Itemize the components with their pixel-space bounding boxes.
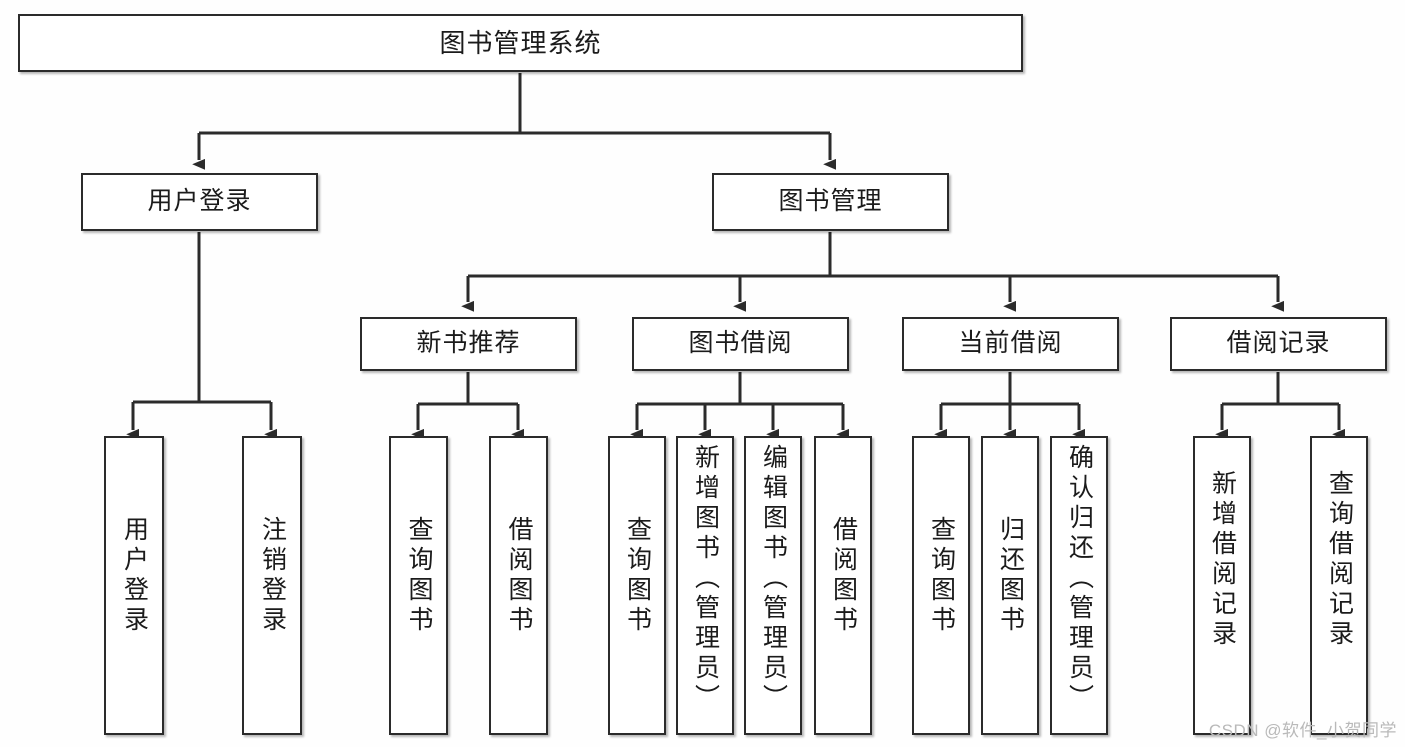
node-leaf-add-borrow-record[interactable]: 新增借阅记录: [1193, 436, 1251, 735]
node-book-borrow[interactable]: 图书借阅: [632, 317, 849, 371]
node-root-system[interactable]: 图书管理系统: [18, 14, 1023, 72]
node-leaf-query-book-borrow[interactable]: 查询图书: [608, 436, 666, 735]
node-leaf-borrow-book-recommend[interactable]: 借阅图书: [489, 436, 548, 735]
node-label: 查询图书: [623, 516, 652, 636]
node-label: 注销登录: [258, 516, 287, 636]
node-leaf-edit-book-admin[interactable]: 编辑图书（管理员）: [744, 436, 802, 735]
node-leaf-logout[interactable]: 注销登录: [242, 436, 302, 735]
node-user-login[interactable]: 用户登录: [81, 173, 318, 231]
node-book-management[interactable]: 图书管理: [712, 173, 949, 231]
node-leaf-add-book-admin[interactable]: 新增图书（管理员）: [676, 436, 734, 735]
node-label: 用户登录: [120, 516, 149, 636]
node-label: 借阅记录: [1226, 329, 1331, 358]
node-leaf-return-book[interactable]: 归还图书: [981, 436, 1039, 735]
node-leaf-user-login[interactable]: 用户登录: [104, 436, 164, 735]
node-leaf-borrow-book[interactable]: 借阅图书: [814, 436, 872, 735]
node-label: 图书借阅: [688, 329, 793, 358]
node-label: 查询图书: [927, 516, 956, 636]
node-borrow-record[interactable]: 借阅记录: [1170, 317, 1387, 371]
node-current-borrow[interactable]: 当前借阅: [902, 317, 1119, 371]
node-label: 当前借阅: [958, 329, 1063, 358]
node-label: 新书推荐: [416, 329, 521, 358]
node-label: 确认归还（管理员）: [1065, 444, 1094, 714]
node-label: 查询图书: [405, 516, 433, 636]
node-label: 图书管理系统: [439, 27, 602, 58]
node-label: 编辑图书（管理员）: [759, 444, 788, 714]
node-label: 新增借阅记录: [1208, 470, 1237, 650]
node-leaf-query-borrow-record[interactable]: 查询借阅记录: [1310, 436, 1368, 735]
node-leaf-query-book-current[interactable]: 查询图书: [912, 436, 970, 735]
node-label: 借阅图书: [505, 516, 533, 636]
node-leaf-confirm-return-admin[interactable]: 确认归还（管理员）: [1050, 436, 1108, 735]
node-label: 归还图书: [996, 516, 1025, 636]
node-label: 图书管理: [778, 187, 883, 216]
node-new-book-recommendation[interactable]: 新书推荐: [360, 317, 577, 371]
node-label: 查询借阅记录: [1325, 470, 1354, 650]
node-label: 新增图书（管理员）: [691, 444, 720, 714]
node-label: 用户登录: [147, 187, 252, 216]
node-leaf-query-book-recommend[interactable]: 查询图书: [389, 436, 448, 735]
node-label: 借阅图书: [829, 516, 858, 636]
